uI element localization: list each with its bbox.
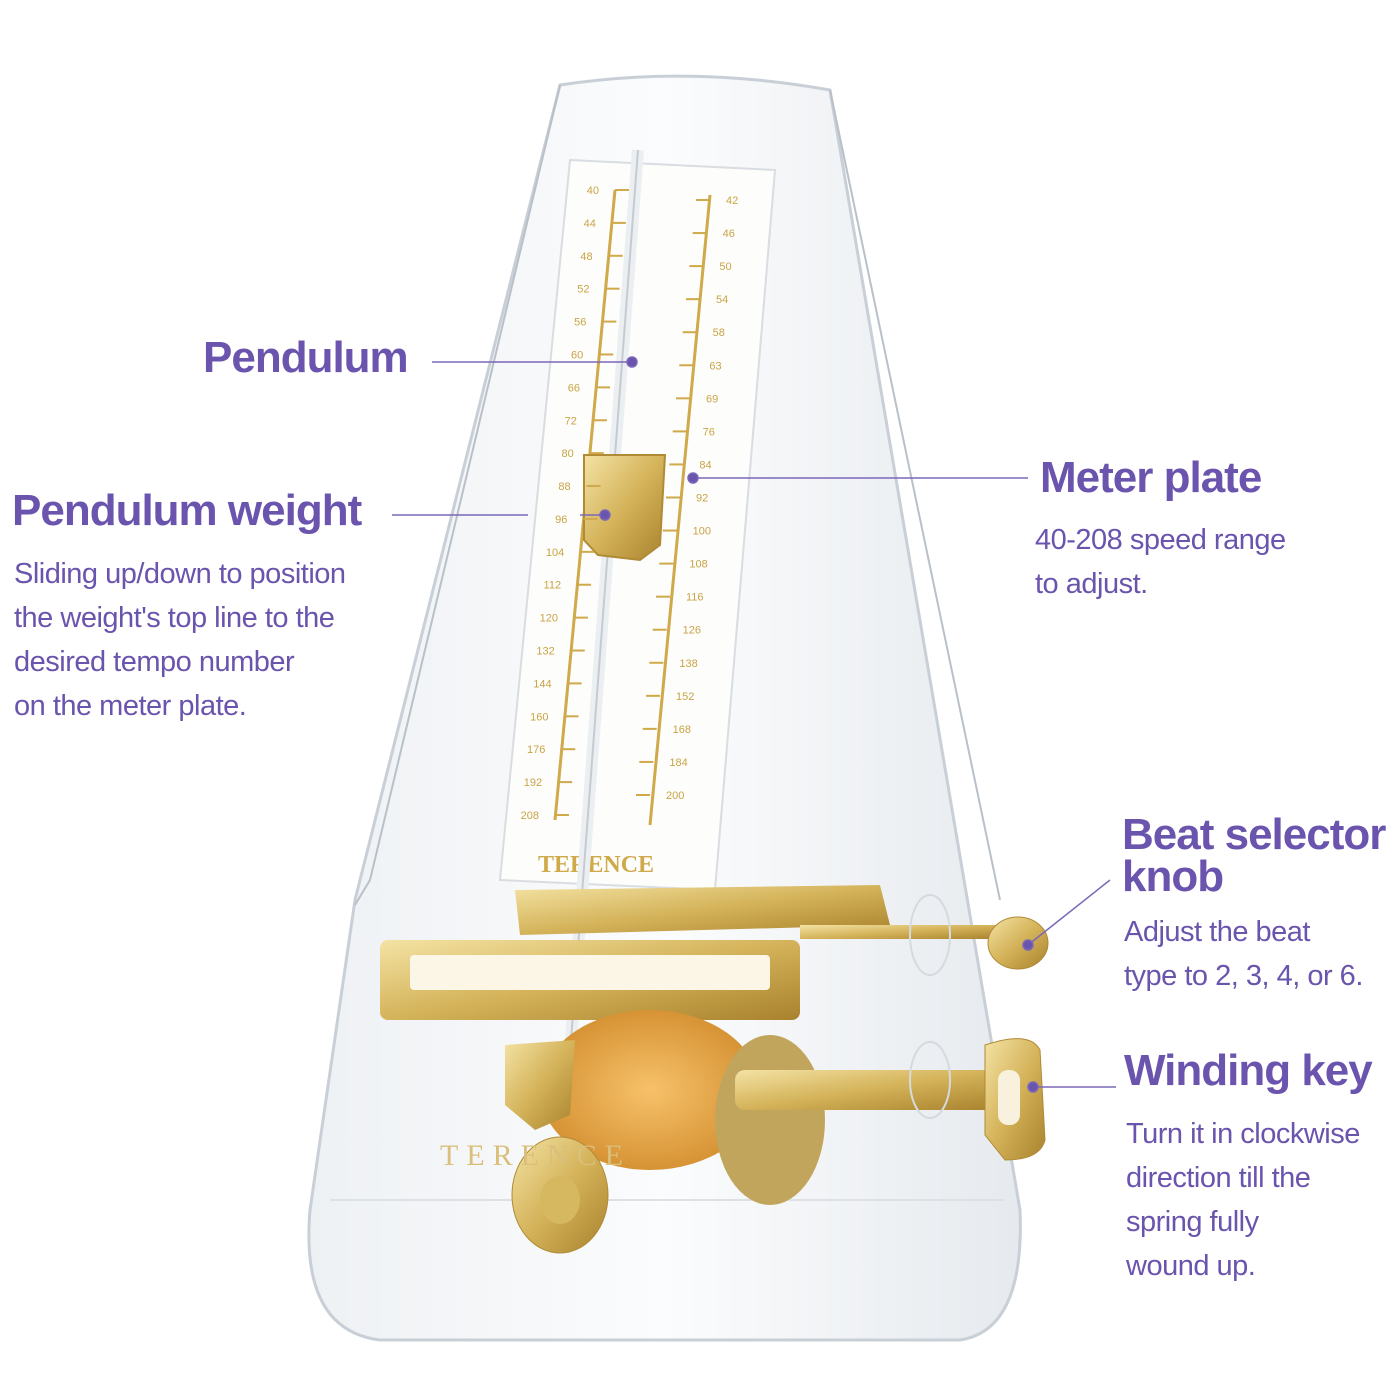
- pendulum-title: Pendulum: [203, 333, 409, 382]
- scale-label: 54: [716, 294, 728, 306]
- scale-label: 104: [546, 547, 564, 559]
- scale-label: 96: [555, 514, 567, 526]
- scale-label: 42: [726, 195, 738, 207]
- scale-label: 184: [669, 757, 687, 769]
- scale-label: 92: [696, 493, 708, 505]
- winding-key-title: Winding key: [1124, 1046, 1373, 1095]
- scale-label: 50: [719, 261, 731, 273]
- brand-logo-plate: TERENCE: [538, 852, 654, 878]
- scale-label: 40: [587, 185, 599, 197]
- scale-label: 66: [568, 382, 580, 394]
- leader-lines: [392, 356, 1116, 1093]
- beat-selector-description: Adjust the beat type to 2, 3, 4, or 6.: [1124, 916, 1363, 992]
- meter-plate-title: Meter plate: [1040, 453, 1262, 502]
- beat-selector-knob: [987, 916, 1049, 970]
- scale-label: 116: [686, 592, 704, 604]
- scale-label: 88: [558, 481, 570, 493]
- scale-label: 72: [565, 415, 577, 427]
- scale-label: 168: [673, 724, 691, 736]
- scale-label: 138: [679, 658, 697, 670]
- scale-label: 63: [709, 360, 721, 372]
- scale-label: 126: [683, 625, 701, 637]
- meter-plate-description: 40-208 speed range to adjust.: [1035, 524, 1286, 600]
- pendulum-weight-title: Pendulum weight: [12, 486, 362, 535]
- scale-label: 108: [689, 559, 707, 571]
- scale-label: 200: [666, 790, 684, 802]
- scale-label: 58: [713, 327, 725, 339]
- pendulum-weight: [583, 454, 667, 562]
- scale-label: 192: [524, 777, 542, 789]
- scale-label: 46: [723, 228, 735, 240]
- pendulum-weight-description: Sliding up/down to position the weight's…: [14, 558, 346, 722]
- scale-right: 42 46 50 54 58 63 69 76 84 92 100 108 116 126 138 152 16…: [636, 195, 738, 802]
- beat-selector-title: Beat selector knob: [1122, 810, 1386, 901]
- scale-label: 48: [580, 251, 592, 263]
- scale-label: 69: [706, 393, 718, 405]
- scale-label: 56: [574, 317, 586, 329]
- scale-label: 152: [676, 691, 694, 703]
- scale-label: 60: [571, 349, 583, 361]
- winding-key-description: Turn it in clockwise direction till the …: [1126, 1118, 1360, 1282]
- scale-label: 80: [561, 448, 573, 460]
- scale-label: 44: [584, 218, 596, 230]
- scale-label: 144: [533, 678, 551, 690]
- scale-label: 76: [703, 426, 715, 438]
- scale-left: 40 44 48 52 56 60 66 72 80 88 96 104 112 120 132 144 160…: [521, 185, 629, 822]
- scale-label: 176: [527, 744, 545, 756]
- scale-label: 208: [521, 810, 539, 822]
- scale-label: 120: [540, 613, 558, 625]
- scale-label: 160: [530, 711, 548, 723]
- scale-label: 52: [577, 284, 589, 296]
- scale-label: 132: [536, 646, 554, 658]
- scale-label: 112: [544, 580, 562, 592]
- brand-logo-base: TERENCE: [440, 1139, 631, 1172]
- scale-label: 84: [699, 459, 711, 471]
- mechanism-frame: [515, 885, 890, 935]
- scale-label: 100: [693, 526, 711, 538]
